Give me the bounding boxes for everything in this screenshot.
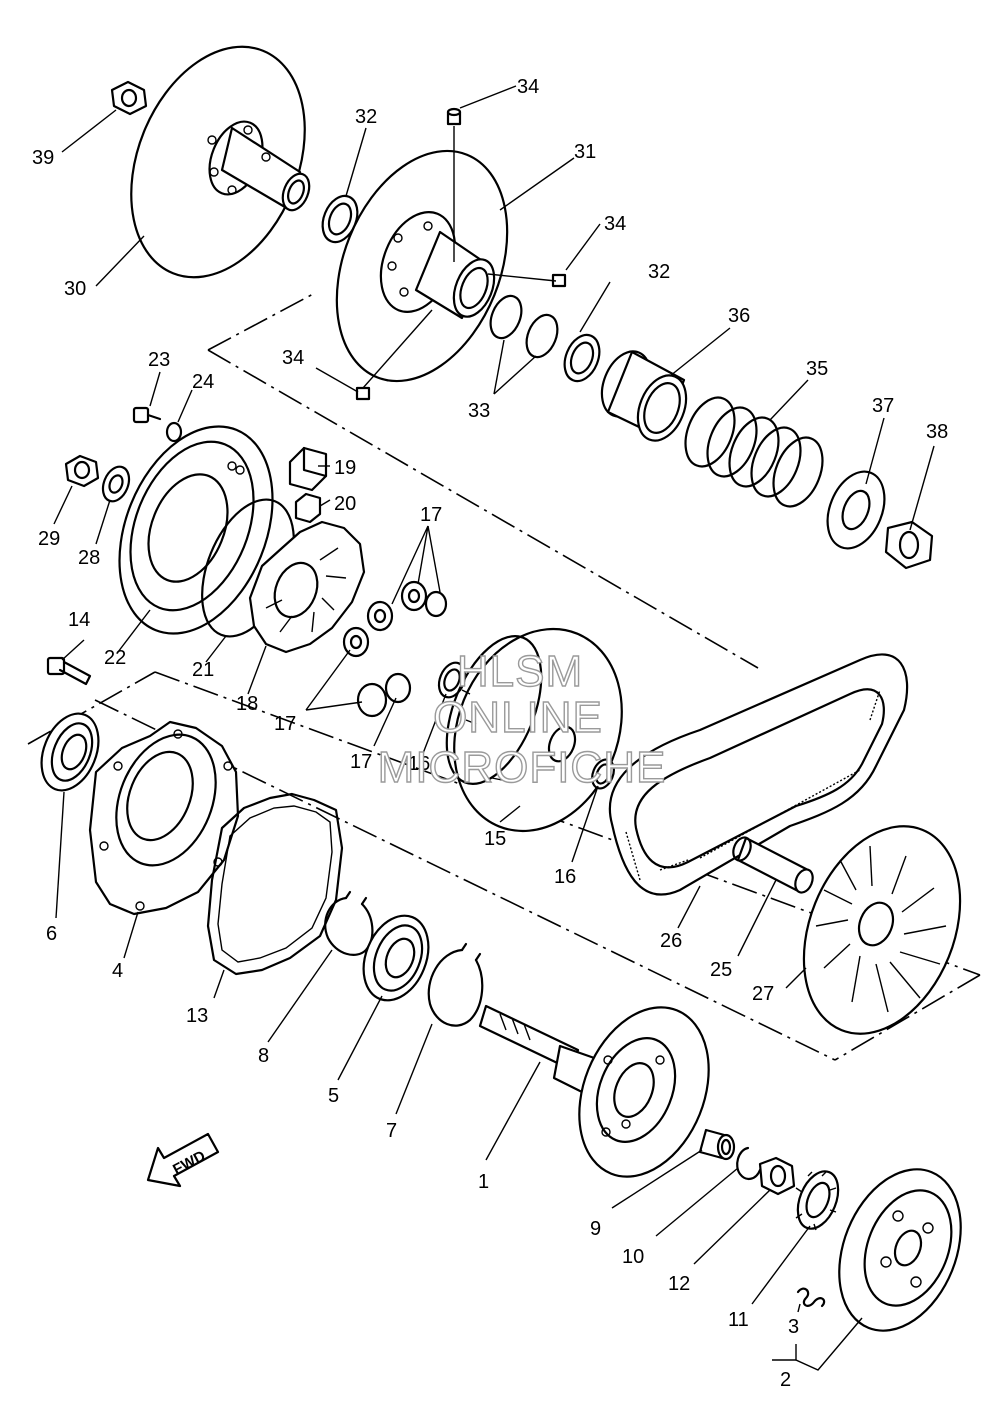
part-34-pin-top <box>446 107 462 126</box>
callout-34: 34 <box>604 213 626 235</box>
part-10-circlip <box>736 1146 762 1180</box>
watermark: HLSM ONLINE MICROFICHE <box>377 646 667 792</box>
callout-36: 36 <box>728 305 750 327</box>
callout-18: 18 <box>236 693 258 715</box>
part-34-pin-lower <box>355 386 371 401</box>
callout-21: 21 <box>192 659 214 681</box>
callout-39: 39 <box>32 147 54 169</box>
part-6-oil-seal <box>40 712 100 792</box>
callout-17: 17 <box>274 713 296 735</box>
part-32-collar-lower <box>563 333 601 383</box>
callout-27: 27 <box>752 983 774 1005</box>
callout-37: 37 <box>872 395 894 417</box>
callout-17: 17 <box>350 751 372 773</box>
callout-8: 8 <box>258 1045 269 1067</box>
roller-2 <box>342 626 370 658</box>
part-30-fixed-sheave <box>130 45 311 279</box>
callout-3: 3 <box>788 1316 799 1338</box>
callout-5: 5 <box>328 1085 339 1107</box>
part-31-sliding-sheave <box>335 149 509 383</box>
part-20-slider <box>294 492 322 524</box>
part-27-fixed-sheave <box>802 825 962 1035</box>
callout-2: 2 <box>780 1369 791 1391</box>
part-37-washer <box>826 470 886 550</box>
part-29-nut <box>64 454 100 488</box>
callout-25: 25 <box>710 959 732 981</box>
part-19-slider <box>288 446 328 492</box>
roller-4 <box>356 672 412 718</box>
part-1-clutch-housing <box>478 1004 710 1178</box>
part-2-clutch-carrier <box>838 1168 962 1332</box>
callout-1: 1 <box>478 1171 489 1193</box>
part-18-cam-plate <box>248 520 366 654</box>
part-34-pin-right <box>551 273 567 288</box>
watermark-line-3: MICROFICHE <box>378 743 667 792</box>
callout-26: 26 <box>660 930 682 952</box>
callout-30: 30 <box>64 278 86 300</box>
part-24-washer <box>165 421 183 443</box>
part-23-bolt <box>132 406 162 424</box>
part-16-bushing-right <box>591 758 615 790</box>
callout-23: 23 <box>148 349 170 371</box>
callout-7: 7 <box>386 1120 397 1142</box>
callout-35: 35 <box>806 358 828 380</box>
part-5-bearing <box>362 914 430 1002</box>
callout-16: 16 <box>554 866 576 888</box>
part-26-v-belt <box>608 653 909 896</box>
callout-20: 20 <box>334 493 356 515</box>
part-7-circlip <box>427 942 484 1027</box>
part-28-washer <box>101 465 131 503</box>
callout-32: 32 <box>648 261 670 283</box>
callout-34: 34 <box>282 347 304 369</box>
roller-1 <box>366 600 394 632</box>
callout-24: 24 <box>192 371 214 393</box>
part-17-rollers <box>342 580 448 718</box>
callout-numbers: 34 32 31 39 34 32 30 36 34 23 35 24 33 3… <box>32 76 948 1391</box>
watermark-line-1: HLSM <box>457 647 583 696</box>
callout-38: 38 <box>926 421 948 443</box>
part-25-collar <box>732 836 814 894</box>
callout-34: 34 <box>517 76 539 98</box>
callout-9: 9 <box>590 1218 601 1240</box>
part-15-primary-sheave <box>445 627 623 833</box>
part-13-gasket <box>206 792 344 976</box>
callout-31: 31 <box>574 141 596 163</box>
part-33-o-rings <box>489 294 559 359</box>
part-12-collar <box>758 1156 796 1196</box>
part-39-flange-nut <box>110 80 148 116</box>
callout-16: 16 <box>408 753 430 775</box>
callout-19: 19 <box>334 457 356 479</box>
leader-lines <box>53 85 935 1371</box>
part-3-spring <box>796 1287 826 1308</box>
part-14-bolt <box>46 656 92 686</box>
part-38-nut <box>884 520 934 570</box>
callout-11: 11 <box>728 1309 749 1331</box>
callout-29: 29 <box>38 528 60 550</box>
part-8-circlip <box>324 890 374 956</box>
roller-3 <box>400 580 448 618</box>
callout-32: 32 <box>355 106 377 128</box>
part-32-collar-upper <box>321 194 359 244</box>
callout-10: 10 <box>622 1246 644 1268</box>
part-35-spring <box>684 396 824 508</box>
callout-33: 33 <box>468 400 490 422</box>
watermark-line-2: ONLINE <box>433 693 603 742</box>
callout-15: 15 <box>484 828 506 850</box>
callout-12: 12 <box>668 1273 690 1295</box>
callout-6: 6 <box>46 923 57 945</box>
fwd-arrow-icon: FWD <box>146 1132 220 1188</box>
part-9-needle-bearing <box>698 1128 736 1161</box>
callout-14: 14 <box>68 609 90 631</box>
part-4-bearing-housing <box>88 720 240 916</box>
callout-22: 22 <box>104 647 126 669</box>
part-11-one-way-clutch <box>795 1170 840 1231</box>
part-36-spring-seat <box>600 350 688 442</box>
callout-28: 28 <box>78 547 100 569</box>
callout-4: 4 <box>112 960 123 982</box>
part-22-cam-cover <box>118 425 274 635</box>
callout-17: 17 <box>420 504 442 526</box>
callout-13: 13 <box>186 1005 208 1027</box>
